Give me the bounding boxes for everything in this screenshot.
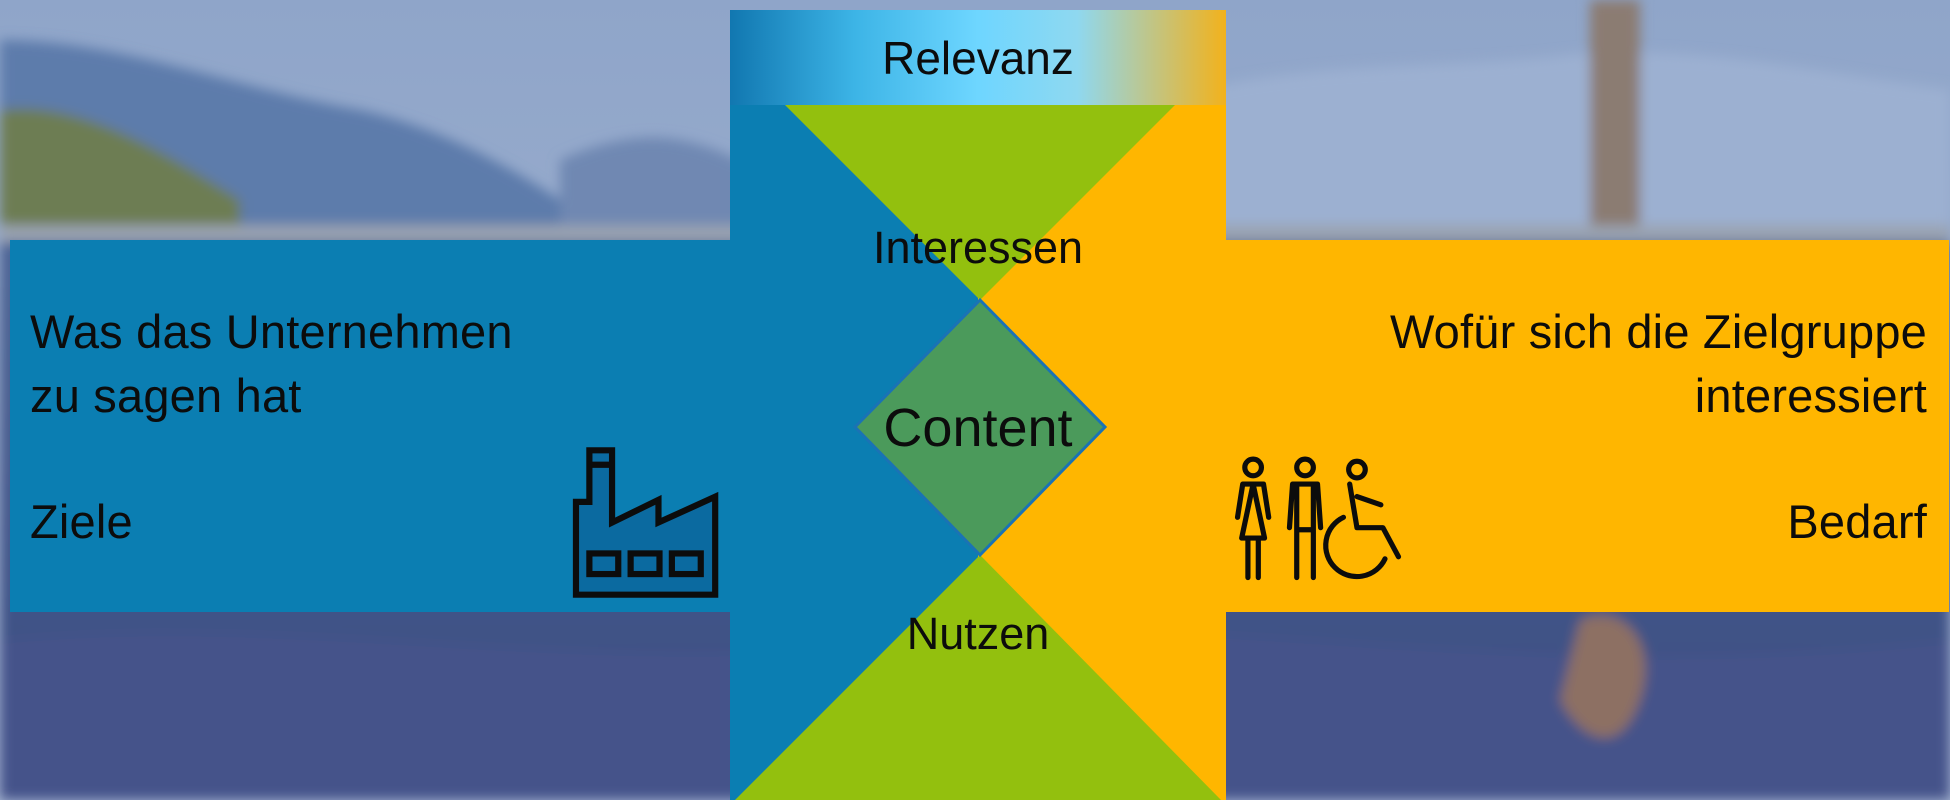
content-diamond <box>852 297 1108 558</box>
interests-label: Interessen <box>872 222 1084 273</box>
relevance-cross <box>730 10 1226 800</box>
benefit-label: Nutzen <box>906 608 1050 659</box>
audience-text-line-2: interessiert <box>1694 369 1927 422</box>
relevance-header-bar <box>730 10 1226 105</box>
relevance-title: Relevanz <box>882 32 1074 84</box>
factory-icon <box>572 447 719 598</box>
people-accessibility-icon <box>1234 456 1402 581</box>
company-panel: Was das Unternehmen zu sagen hat Ziele <box>10 240 730 612</box>
benefit-triangle <box>735 555 1221 800</box>
company-text-line-1: Was das Unternehmen <box>30 305 513 358</box>
audience-text-line-1: Wofür sich die Zielgruppe <box>1389 305 1927 358</box>
audience-panel: Wofür sich die Zielgruppe interessiert B… <box>1226 240 1949 612</box>
company-goals-label: Ziele <box>30 495 133 548</box>
content-label: Content <box>883 398 1073 458</box>
audience-need-label: Bedarf <box>1787 495 1927 548</box>
interests-triangle <box>785 105 1175 300</box>
company-text-line-2: zu sagen hat <box>30 369 302 422</box>
